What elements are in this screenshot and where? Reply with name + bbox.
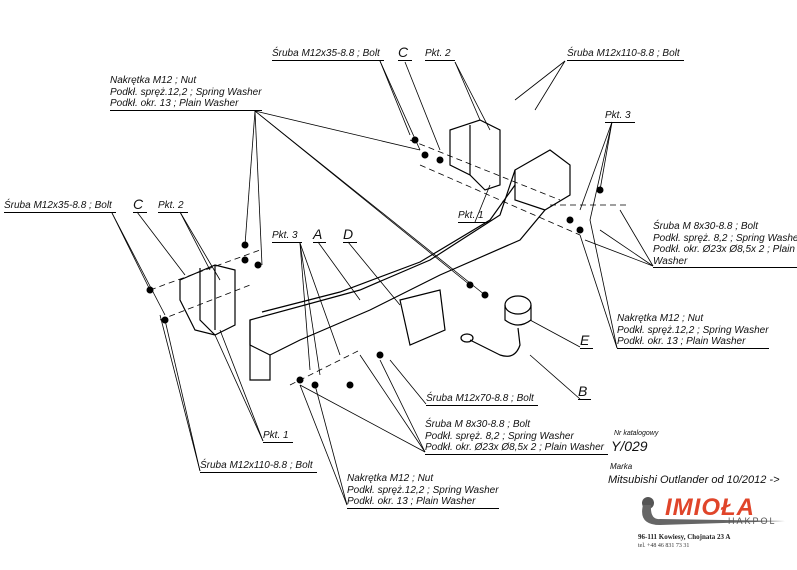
label-part-b: B xyxy=(578,384,592,400)
spring-washer-line: Podkł. spręż. 8,2 ; Spring Washer xyxy=(653,232,797,244)
label-pkt1-bottom: Pkt. 1 xyxy=(263,430,293,443)
spring-washer-line: Podkł. spręż. 8,2 ; Spring Washer xyxy=(425,430,574,442)
label-part-d: D xyxy=(343,227,358,243)
logo-name: IMIOŁA xyxy=(665,494,755,521)
nut-line: Nakrętka M12 ; Nut xyxy=(347,473,434,484)
assembly-axes xyxy=(149,139,630,386)
label-bolt-m12x35-left: Śruba M12x35-8.8 ; Bolt xyxy=(4,200,116,213)
leader-lines xyxy=(111,60,654,506)
label-part-e: E xyxy=(580,333,594,349)
label-pkt3-right: Pkt. 3 xyxy=(605,110,635,123)
fasteners xyxy=(146,136,604,389)
spring-washer-line: Podkł. spręż.12,2 ; Spring Washer xyxy=(347,484,499,496)
spring-washer-line: Podkł. spręż.12,2 ; Spring Washer xyxy=(617,324,769,336)
washer-line: Washer xyxy=(653,256,797,268)
label-bolt-m12x70: Śruba M12x70-8.8 ; Bolt xyxy=(426,393,538,406)
label-part-a: A xyxy=(313,227,327,243)
label-nut-block-top: Nakrętka M12 ; Nut Podkł. spręż.12,2 ; S… xyxy=(110,75,262,111)
top-bracket xyxy=(449,119,501,191)
nut-line: Nakrętka M12 ; Nut xyxy=(617,313,704,324)
catalog-label: Nr katalogowy xyxy=(614,430,659,437)
label-part-c-top: C xyxy=(398,45,413,61)
label-bolt-m12x110-top: Śruba M12x110-8.8 ; Bolt xyxy=(567,48,684,61)
company-phone: tel. +48 46 831 73 31 xyxy=(638,543,690,549)
plain-washer-line: Podkł. okr. 13 ; Plain Washer xyxy=(347,496,499,509)
label-pkt2-top: Pkt. 2 xyxy=(425,48,455,61)
catalog-number: Y/029 xyxy=(611,438,648,454)
label-nut-block-bottom: Nakrętka M12 ; Nut Podkł. spręż.12,2 ; S… xyxy=(347,473,499,509)
label-part-c-left: C xyxy=(133,197,148,213)
label-bolt-m8-block-bottom: Śruba M 8x30-8.8 ; Bolt Podkł. spręż. 8,… xyxy=(425,419,608,455)
nut-line: Nakrętka M12 ; Nut xyxy=(110,75,197,86)
tow-ball xyxy=(399,289,532,357)
crossbar xyxy=(249,149,571,381)
company-address: 96-111 Kowiesy, Chojnata 23 A xyxy=(638,533,731,541)
label-pkt1-top: Pkt. 1 xyxy=(458,210,488,223)
logo-sub: HAKPOL xyxy=(728,516,777,526)
plain-washer-line: Podkł. okr. Ø23x Ø8,5x 2 ; Plain xyxy=(653,244,795,255)
spring-washer-line: Podkł. spręż.12,2 ; Spring Washer xyxy=(110,86,262,98)
label-bolt-m12x35-top: Śruba M12x35-8.8 ; Bolt xyxy=(272,48,384,61)
label-bolt-m8-block-right: Śruba M 8x30-8.8 ; Bolt Podkł. spręż. 8,… xyxy=(653,221,797,268)
plain-washer-line: Podkł. okr. 13 ; Plain Washer xyxy=(617,336,769,349)
label-nut-block-right: Nakrętka M12 ; Nut Podkł. spręż.12,2 ; S… xyxy=(617,313,769,349)
plain-washer-line: Podkł. okr. Ø23x Ø8,5x 2 ; Plain Washer xyxy=(425,442,608,455)
logo-hook-icon xyxy=(642,497,785,525)
bolt-line: Śruba M 8x30-8.8 ; Bolt xyxy=(653,221,759,232)
label-pkt2-left: Pkt. 2 xyxy=(158,200,188,213)
label-pkt3-left: Pkt. 3 xyxy=(272,230,302,243)
left-bracket xyxy=(179,264,236,336)
brand-label: Marka xyxy=(610,462,633,471)
label-bolt-m12x110-bottom: Śruba M12x110-8.8 ; Bolt xyxy=(200,460,317,473)
vehicle-model: Mitsubishi Outlander od 10/2012 -> xyxy=(608,474,780,486)
plain-washer-line: Podkł. okr. 13 ; Plain Washer xyxy=(110,98,262,111)
bolt-line: Śruba M 8x30-8.8 ; Bolt xyxy=(425,419,531,430)
